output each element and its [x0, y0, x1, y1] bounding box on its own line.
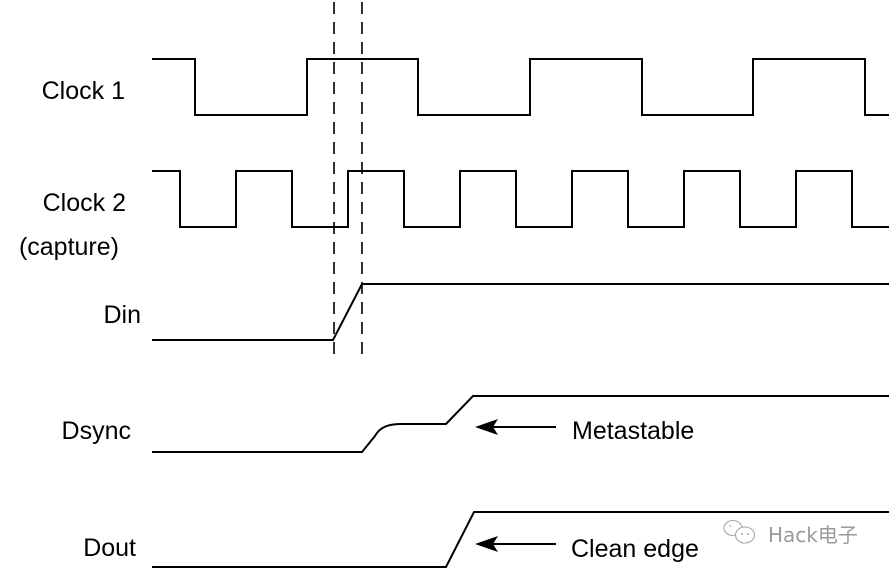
label-din: Din — [103, 301, 141, 329]
annotation-metastable: Metastable — [475, 417, 694, 445]
waveform-din — [152, 283, 889, 341]
sublabel-clock2: (capture) — [19, 233, 119, 261]
watermark-text: Hack电子 — [768, 523, 858, 547]
waveform-dsync — [152, 395, 889, 453]
waveform-dout — [152, 511, 889, 568]
label-clock2: Clock 2 — [43, 189, 126, 217]
waveform-clock1 — [152, 58, 889, 116]
arrow-left-icon — [475, 536, 498, 552]
label-dsync: Dsync — [62, 417, 131, 445]
annotation-clean-edge: Clean edge — [475, 535, 699, 563]
label-dout: Dout — [83, 534, 136, 562]
arrow-left-icon — [475, 419, 498, 435]
watermark: Hack电子 — [723, 519, 858, 547]
wechat-icon — [723, 519, 756, 544]
annotation-metastable-text: Metastable — [572, 417, 694, 445]
annotation-clean-edge-text: Clean edge — [571, 535, 699, 563]
waveform-clock2 — [152, 170, 889, 228]
label-clock1: Clock 1 — [42, 77, 125, 105]
